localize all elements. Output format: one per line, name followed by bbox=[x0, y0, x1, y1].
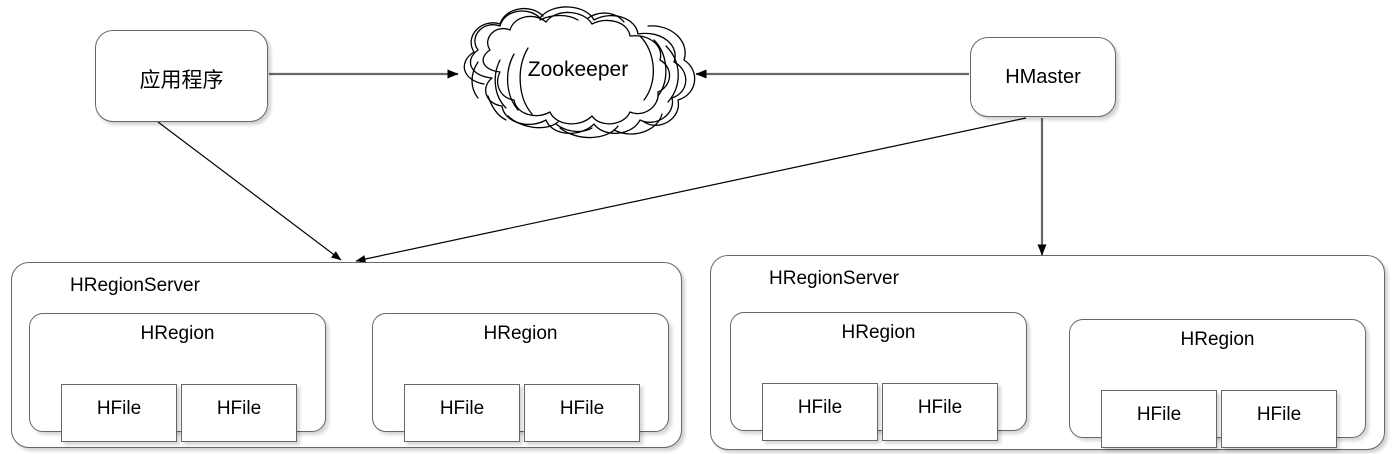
node-application-label: 应用程序 bbox=[139, 68, 224, 92]
region-server-2-region-1[interactable]: HRegion HFile HFile bbox=[730, 312, 1027, 441]
hfile-label: HFile bbox=[1256, 404, 1302, 425]
hfile-label: HFile bbox=[917, 397, 963, 418]
edge-application-to-region-server-1 bbox=[157, 121, 342, 261]
region-server-2-region-2-label: HRegion bbox=[1180, 329, 1255, 350]
region-server-1[interactable]: HRegionServer HRegion HFile HFile HRegio… bbox=[11, 262, 682, 448]
zookeeper-label: Zookeeper bbox=[527, 58, 629, 81]
region-server-2-region-1-hfile-1[interactable]: HFile bbox=[762, 383, 878, 441]
hfile-label: HFile bbox=[216, 398, 262, 419]
region-server-1-label: HRegionServer bbox=[70, 275, 200, 296]
node-application[interactable]: 应用程序 bbox=[95, 30, 268, 122]
region-server-1-region-1-hfile-2[interactable]: HFile bbox=[181, 384, 297, 442]
region-server-2[interactable]: HRegionServer HRegion HFile HFile HRegio… bbox=[710, 255, 1385, 450]
hfile-label: HFile bbox=[559, 398, 605, 419]
region-server-2-region-2-hfile-1[interactable]: HFile bbox=[1101, 390, 1217, 448]
region-server-2-region-1-label: HRegion bbox=[841, 322, 916, 343]
node-hmaster-label: HMaster bbox=[1005, 66, 1081, 88]
region-server-1-region-2-hfile-1[interactable]: HFile bbox=[404, 384, 520, 442]
region-server-1-region-1[interactable]: HRegion HFile HFile bbox=[29, 313, 326, 442]
region-server-2-region-2[interactable]: HRegion HFile HFile bbox=[1069, 319, 1366, 448]
region-server-1-region-1-label: HRegion bbox=[140, 323, 215, 344]
node-hmaster[interactable]: HMaster bbox=[970, 37, 1116, 117]
region-server-1-region-2[interactable]: HRegion HFile HFile bbox=[372, 313, 669, 442]
region-server-2-region-1-hfile-2[interactable]: HFile bbox=[882, 383, 998, 441]
hfile-label: HFile bbox=[96, 398, 142, 419]
region-server-1-region-2-label: HRegion bbox=[483, 323, 558, 344]
region-server-1-region-2-hfile-2[interactable]: HFile bbox=[524, 384, 640, 442]
region-server-2-region-2-hfile-2[interactable]: HFile bbox=[1221, 390, 1337, 448]
hfile-label: HFile bbox=[797, 397, 843, 418]
edge-hmaster-to-region-server-1 bbox=[355, 117, 1027, 263]
region-server-2-label: HRegionServer bbox=[769, 268, 899, 289]
region-server-1-region-1-hfile-1[interactable]: HFile bbox=[61, 384, 177, 442]
hfile-label: HFile bbox=[1136, 404, 1182, 425]
hfile-label: HFile bbox=[439, 398, 485, 419]
